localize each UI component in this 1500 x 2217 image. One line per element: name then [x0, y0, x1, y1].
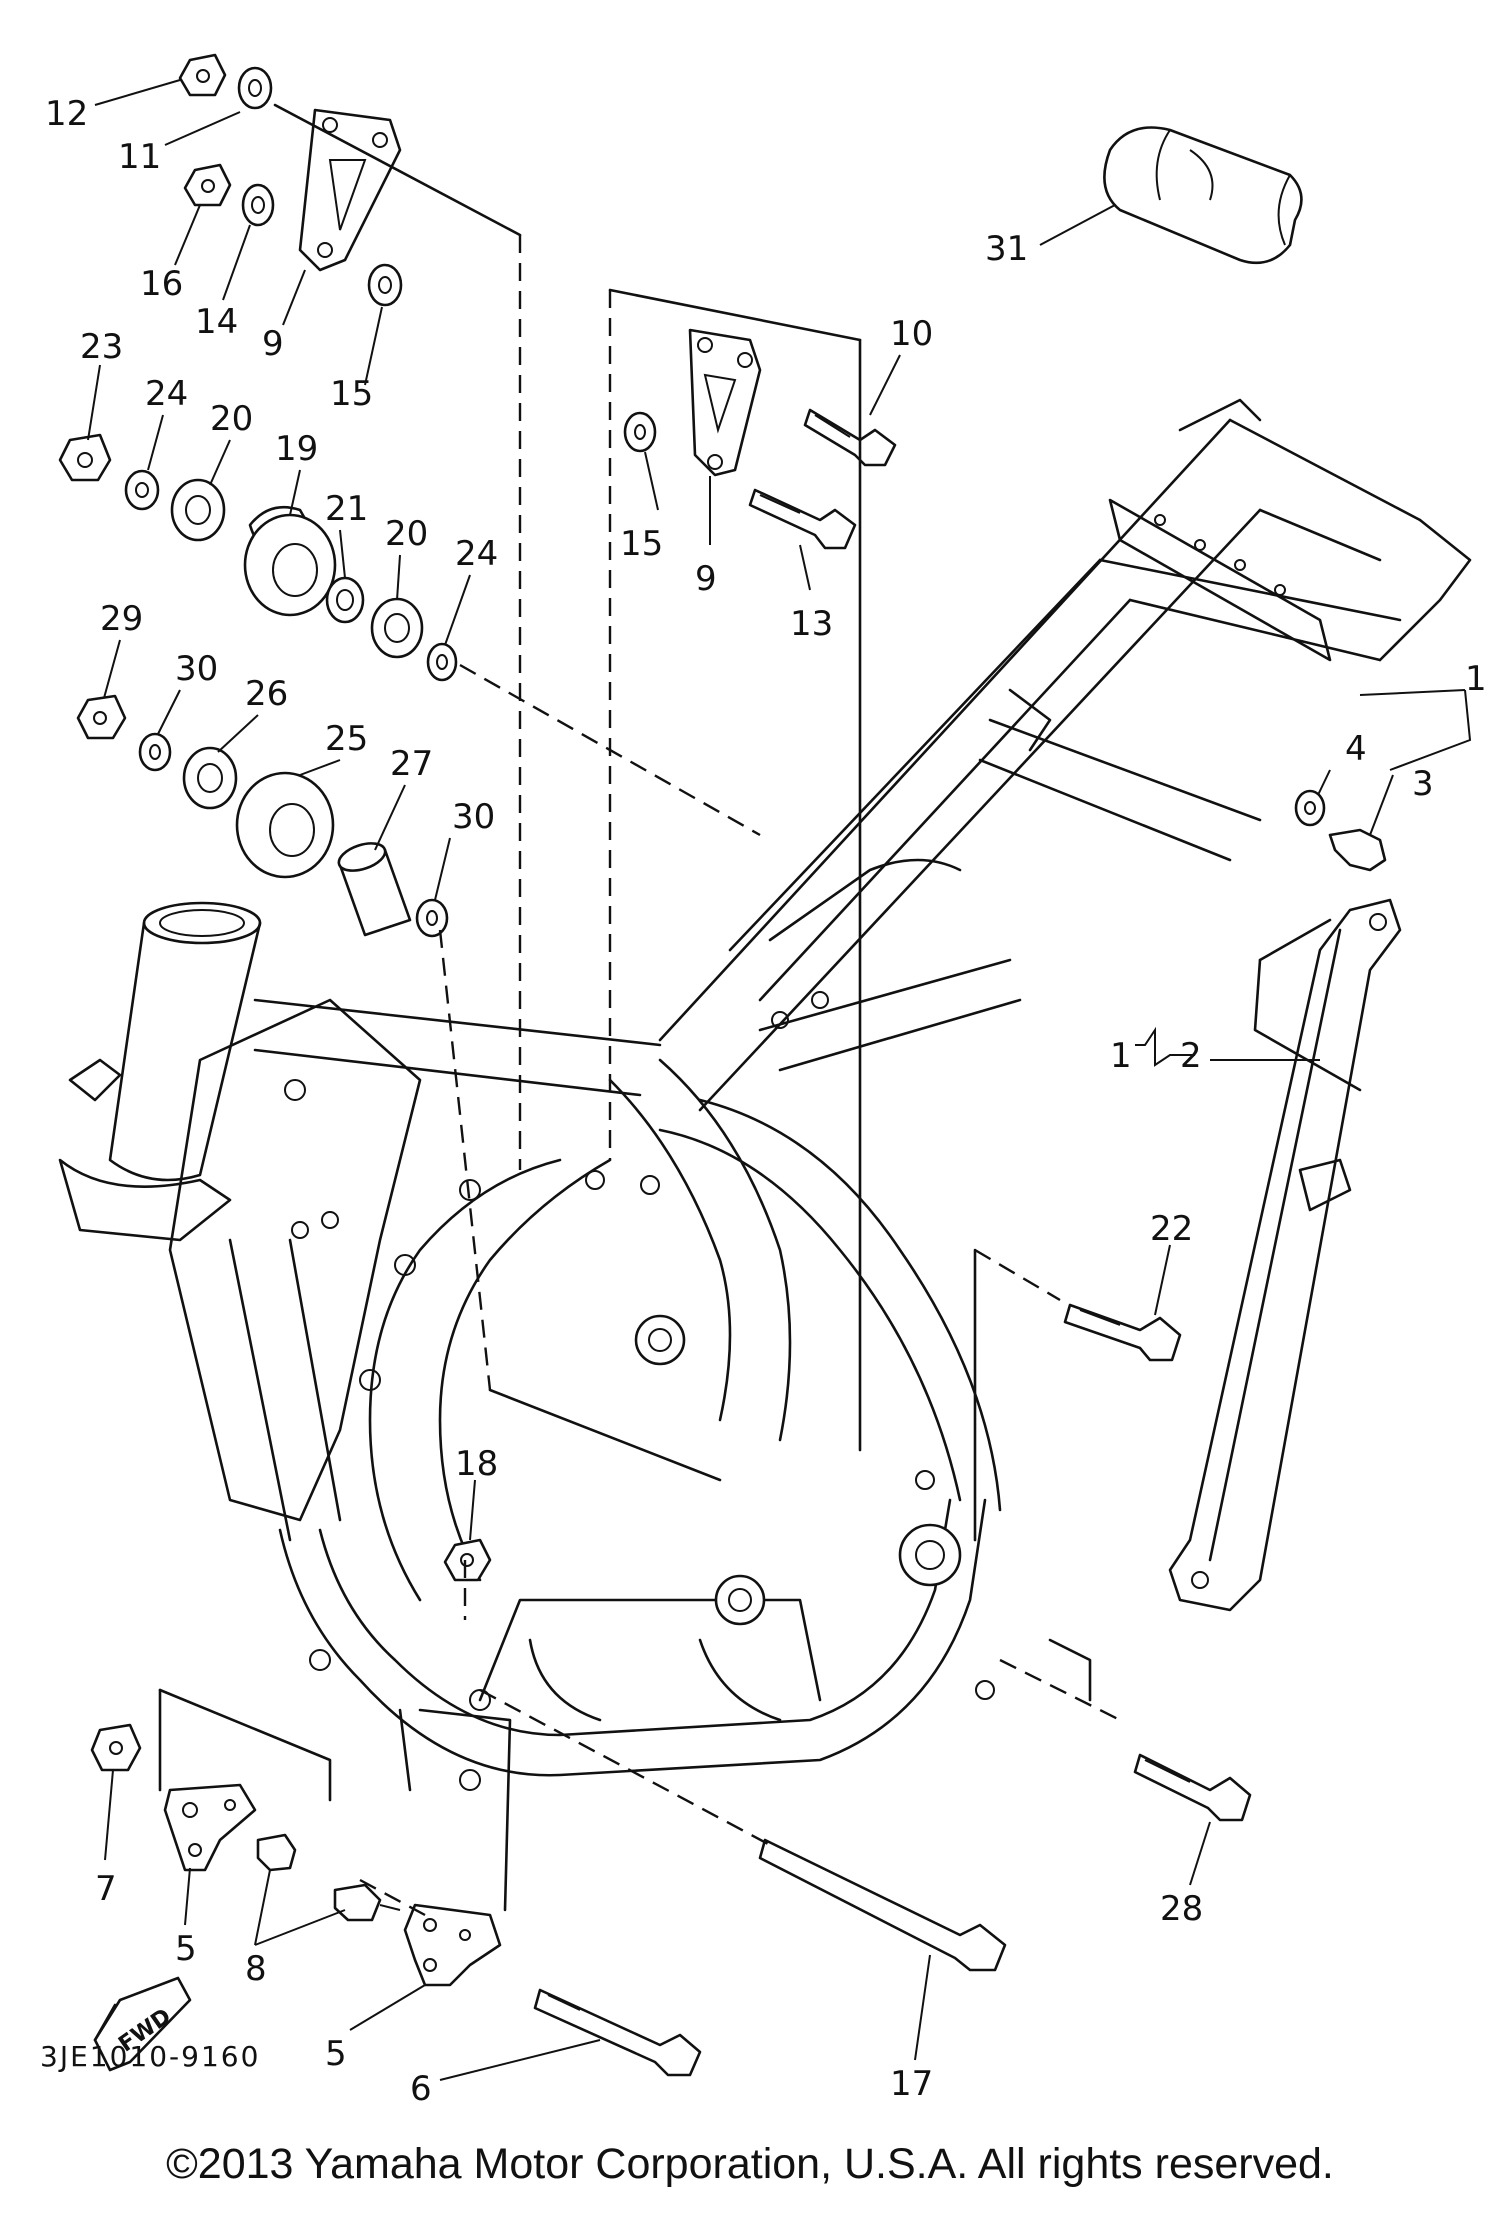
- main-frame: [58, 398, 1472, 1791]
- callout-10: 10: [890, 314, 933, 354]
- callout-13: 13: [790, 604, 833, 644]
- callout-31: 31: [985, 229, 1028, 269]
- copyright-notice: ©2013 Yamaha Motor Corporation, U.S.A. A…: [166, 2140, 1334, 2188]
- callout-24-right: 24: [455, 534, 498, 574]
- callout-20-left: 20: [210, 399, 253, 439]
- callout-27: 27: [390, 744, 433, 784]
- callout-2: 2: [1180, 1036, 1202, 1076]
- alignment-lines: [158, 103, 1362, 1917]
- callout-16: 16: [140, 264, 183, 304]
- callout-29: 29: [100, 599, 143, 639]
- callout-7: 7: [95, 1869, 117, 1909]
- callout-15-right: 15: [620, 524, 663, 564]
- callout-23: 23: [80, 327, 123, 367]
- leader-lines: [87, 79, 1472, 2081]
- callout-14: 14: [195, 302, 238, 342]
- callout-12: 12: [45, 94, 88, 134]
- callout-6: 6: [410, 2069, 432, 2109]
- callout-24-left: 24: [145, 374, 188, 414]
- callout-17: 17: [890, 2064, 933, 2104]
- callout-3: 3: [1412, 764, 1434, 804]
- callout-30-right: 30: [452, 797, 495, 837]
- callout-9-right: 9: [695, 559, 717, 599]
- callout-25: 25: [325, 719, 368, 759]
- callout-5-left: 5: [175, 1929, 197, 1969]
- callout-18: 18: [455, 1444, 498, 1484]
- callout-1-top: 1: [1465, 659, 1487, 699]
- callout-20-right: 20: [385, 514, 428, 554]
- callout-22: 22: [1150, 1209, 1193, 1249]
- callout-19: 19: [275, 429, 318, 469]
- callout-5-right: 5: [325, 2034, 347, 2074]
- callout-8: 8: [245, 1949, 267, 1989]
- callout-30-left: 30: [175, 649, 218, 689]
- callout-4: 4: [1345, 729, 1367, 769]
- callout-21: 21: [325, 489, 368, 529]
- small-parts: [58, 53, 1387, 2077]
- rear-frame-stay: [1168, 898, 1402, 1612]
- callout-1-mid: 1: [1110, 1036, 1132, 1076]
- callout-11: 11: [118, 137, 161, 177]
- callout-15-left: 15: [330, 374, 373, 414]
- callout-9-left: 9: [262, 324, 284, 364]
- callout-labels: 12 11 16 14 9 15 23 24 20 19 21 20 24 29…: [45, 94, 1487, 2109]
- callout-26: 26: [245, 674, 288, 714]
- drawing-code: 3JE1010-9160: [40, 2040, 261, 2073]
- callout-28: 28: [1160, 1889, 1203, 1929]
